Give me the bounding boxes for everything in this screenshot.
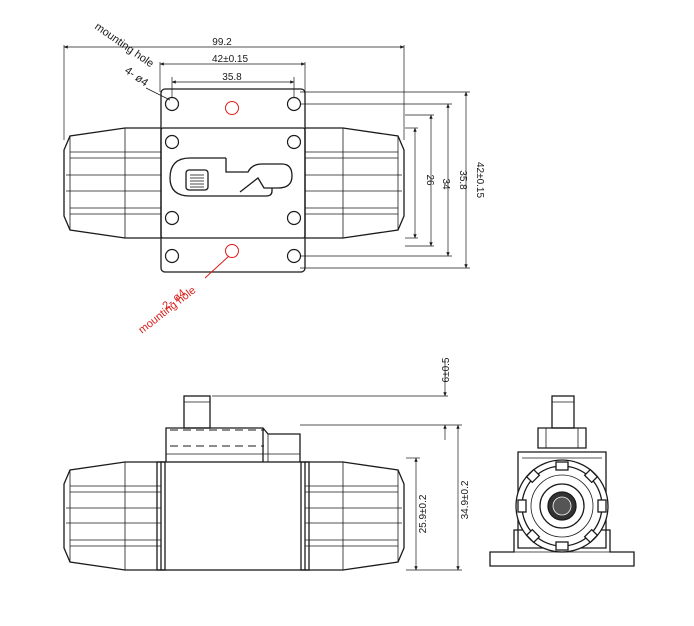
dim-inner-h-358: 35.8 [457, 170, 468, 190]
top-view-horizontal-dims [63, 45, 405, 140]
top-note-leader [145, 87, 171, 101]
dim-total-height: 34.9±0.2 [460, 480, 471, 519]
front-view-dims [212, 360, 462, 571]
inner-hole-tl [164, 134, 180, 150]
corner-hole-bl [164, 248, 180, 264]
dim-hole-spacing-w: 42±0.15 [212, 54, 249, 65]
dim-inner-h-34: 34 [440, 178, 451, 190]
top-note-line1: mounting hole [92, 21, 155, 70]
dim-inner-h-26: 26 [424, 174, 435, 186]
side-view [489, 395, 635, 567]
corner-hole-br [286, 248, 302, 264]
dim-overall-width: 99.2 [212, 37, 232, 48]
inner-hole-br [286, 210, 302, 226]
corner-hole-tr [286, 96, 302, 112]
bottom-note-leader [204, 255, 230, 279]
housing-body [160, 88, 306, 273]
dim-hole-spacing-h: 42±0.15 [474, 162, 485, 199]
top-note-line2: 4- ø4 [122, 65, 150, 90]
inner-hole-bl [164, 210, 180, 226]
front-view [63, 395, 405, 571]
dim-top-height: 6±0.5 [441, 357, 452, 382]
dim-body-height: 25.9±0.2 [418, 494, 429, 533]
inner-hole-tr [286, 134, 302, 150]
red-mounting-hole-top [225, 101, 239, 115]
top-view-vertical-dims [300, 91, 470, 269]
busbar-shape [169, 157, 293, 197]
right-cable-gland [305, 127, 405, 239]
red-mounting-hole-bottom [225, 244, 239, 258]
top-view [63, 88, 405, 273]
left-cable-gland [63, 127, 161, 239]
corner-hole-tl [164, 96, 180, 112]
dim-inner-w: 35.8 [222, 72, 242, 83]
